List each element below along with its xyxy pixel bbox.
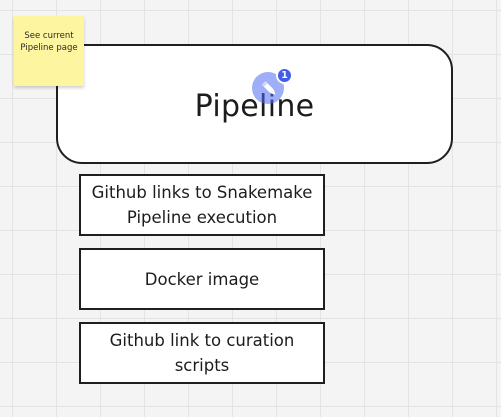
pipeline-shape[interactable]: Pipeline [56, 44, 453, 164]
github-curation-box[interactable]: Github link to curation scripts [79, 322, 325, 384]
box-label: Docker image [144, 269, 260, 289]
docker-image-box[interactable]: Docker image [79, 248, 325, 310]
pencil-icon [261, 81, 276, 95]
github-snakemake-box[interactable]: Github links to Snakemake Pipeline execu… [79, 174, 325, 236]
collaborator-cursor[interactable]: 1 [252, 67, 293, 104]
sticky-note[interactable]: See current Pipeline page [14, 16, 84, 86]
collaborator-count-badge: 1 [276, 67, 293, 84]
box-label: Github link to curation scripts [109, 331, 295, 375]
box-label: Github links to Snakemake Pipeline execu… [91, 183, 313, 227]
sticky-note-text: See current Pipeline page [20, 31, 78, 53]
